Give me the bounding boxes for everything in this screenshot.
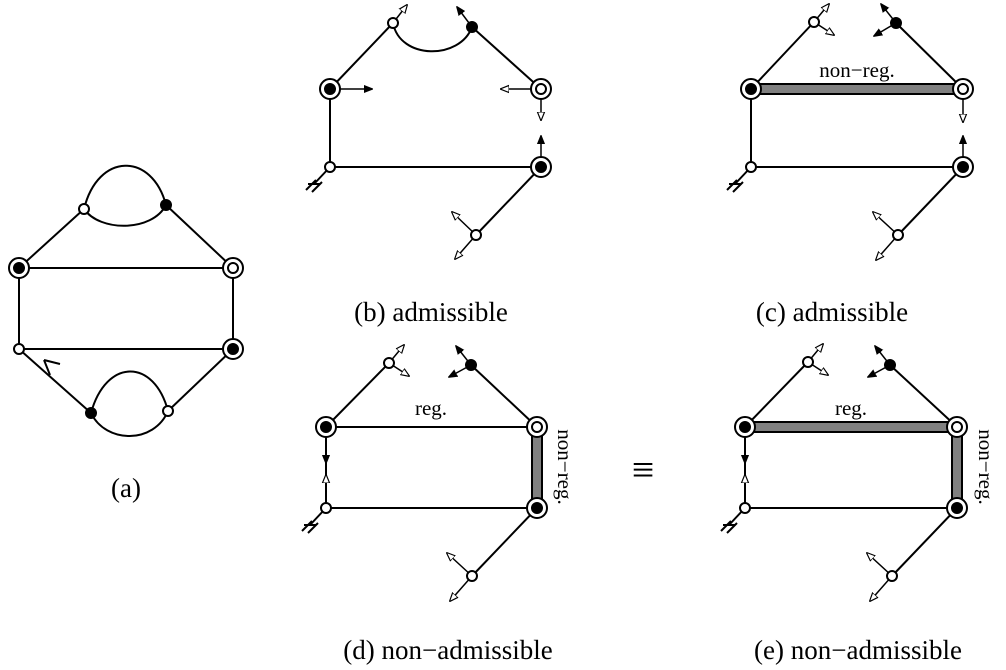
ground-icon (720, 507, 746, 534)
vertex-hollow (162, 405, 174, 417)
highlighted-edge (750, 83, 964, 95)
vertex-double-hollow (222, 257, 244, 279)
ground-icon (726, 166, 752, 193)
ground-icon (301, 507, 327, 534)
vertex-double-filled (222, 338, 244, 360)
vertex-filled (85, 407, 97, 419)
vertices (8, 199, 244, 419)
vertex-double-filled (8, 257, 30, 279)
edge-label-e-top: reg. (835, 396, 867, 420)
edge-label-e-side: non−reg. (974, 429, 998, 504)
caption-d: (d) non−admissible (343, 635, 552, 665)
highlighted-edge (531, 426, 543, 509)
edge-label-d-side: non−reg. (553, 429, 577, 504)
highlighted-edge (744, 421, 958, 433)
arrows (813, 4, 963, 260)
caption-c: (c) admissible (756, 297, 908, 327)
caption-b: (b) admissible (354, 297, 508, 327)
panel-e (720, 344, 968, 601)
panel-c (726, 4, 974, 260)
panel-a (8, 164, 244, 437)
arrowhead-icon (43, 359, 61, 376)
vertex-filled (160, 199, 172, 211)
panel-b (305, 5, 552, 259)
arrows (745, 344, 893, 601)
edge-label-c: non−reg. (819, 58, 894, 82)
caption-e: (e) non−admissible (754, 635, 962, 665)
caption-a: (a) (111, 473, 141, 503)
ground-icon (305, 166, 331, 193)
arrows (326, 345, 473, 601)
vertex-hollow (13, 343, 25, 355)
panel-d (301, 345, 548, 601)
highlighted-edge (951, 426, 963, 509)
equivalence-symbol: ≡ (632, 447, 655, 492)
vertex-hollow (78, 203, 90, 215)
diagram-lines (18, 164, 234, 437)
edge-label-d-top: reg. (415, 396, 447, 420)
arrows (330, 5, 541, 259)
